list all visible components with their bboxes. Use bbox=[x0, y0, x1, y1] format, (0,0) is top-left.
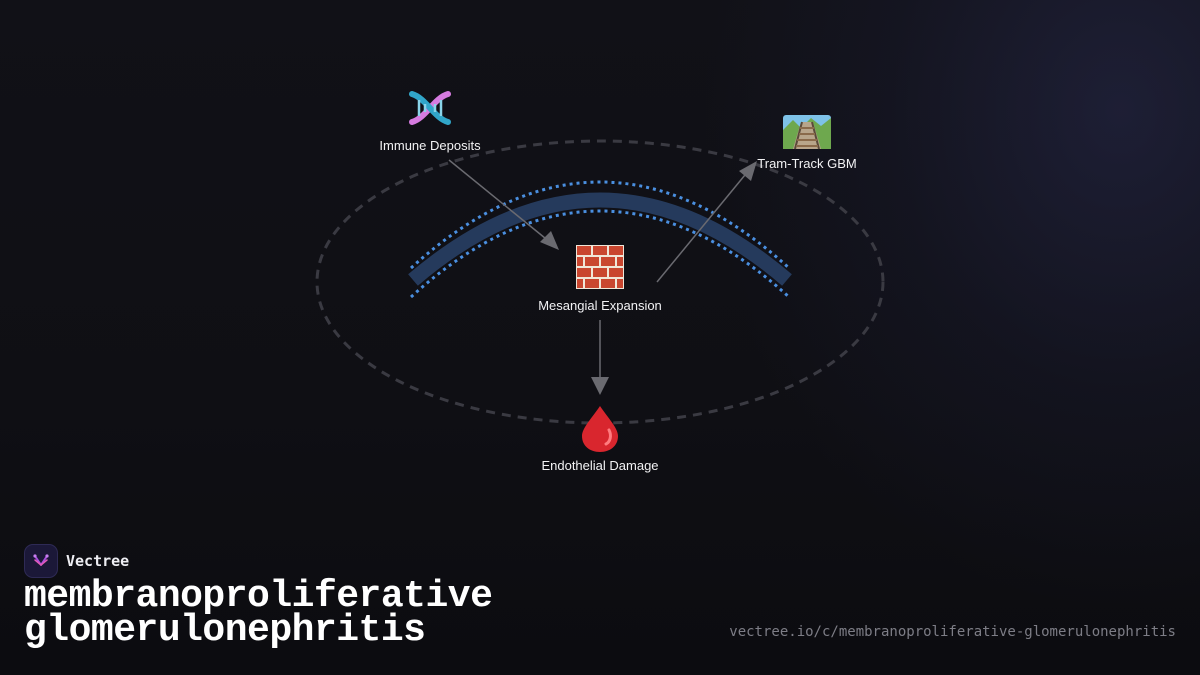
brick-icon bbox=[576, 245, 624, 289]
membrane-inner-dotted-line bbox=[409, 209, 791, 299]
page-title: membranoproliferative glomerulonephritis bbox=[24, 575, 493, 652]
edge-mesangial-to-tram bbox=[656, 163, 755, 283]
basement-membrane-arc bbox=[408, 192, 792, 286]
page-url[interactable]: vectree.io/c/membranoproliferative-glome… bbox=[729, 624, 1176, 640]
dna-icon bbox=[409, 91, 451, 125]
blood-drop-icon bbox=[582, 406, 618, 452]
arrowhead-tram bbox=[739, 161, 757, 181]
edge-immune-to-mesangial bbox=[448, 159, 557, 248]
node-label-mesangial-expansion: Mesangial Expansion bbox=[538, 298, 662, 313]
node-label-immune-deposits: Immune Deposits bbox=[379, 138, 481, 153]
railway-track-icon bbox=[783, 115, 831, 150]
node-label-endothelial-damage: Endothelial Damage bbox=[541, 458, 659, 473]
node-label-tram-track-gbm: Tram-Track GBM bbox=[757, 156, 857, 171]
membrane-outer-dotted-line bbox=[409, 180, 791, 270]
vectree-logo-icon bbox=[24, 544, 58, 578]
arrowhead-endothelial bbox=[591, 377, 609, 395]
brand[interactable]: Vectree bbox=[24, 544, 129, 578]
arrowhead-mesangial bbox=[540, 231, 559, 250]
brand-name: Vectree bbox=[66, 552, 130, 570]
